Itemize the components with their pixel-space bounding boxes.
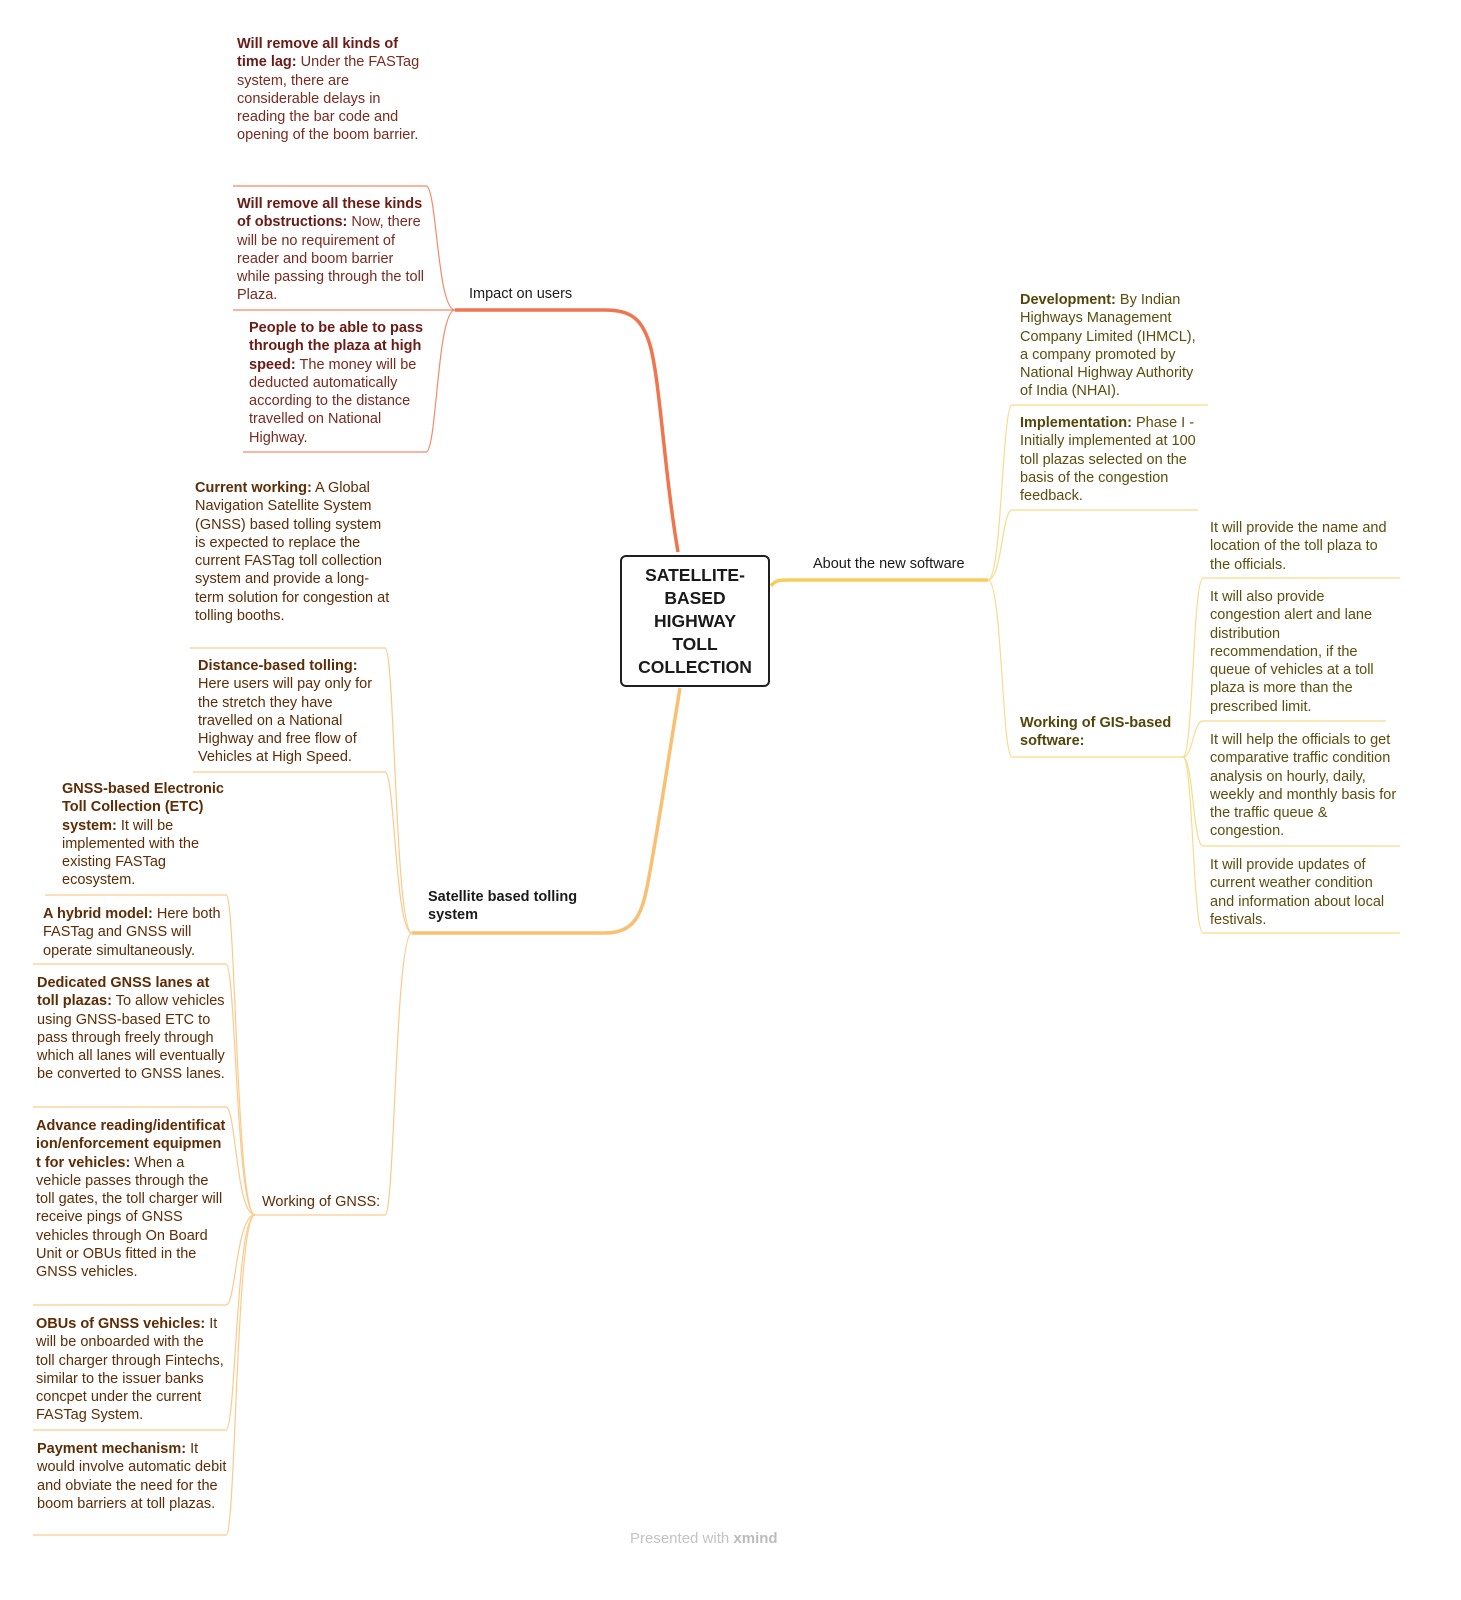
gis-item[interactable]: It will help the officials to get compar… [1210, 731, 1400, 841]
impact-item[interactable]: People to be able to pass through the pl… [249, 319, 427, 447]
item-text: Here users will pay only for the stretch… [198, 676, 373, 766]
item-label: A hybrid model: [43, 906, 153, 922]
branch-label: Impact on users [469, 286, 573, 302]
central-topic[interactable]: SATELLITE-BASED HIGHWAY TOLL COLLECTION [620, 555, 770, 687]
about-item[interactable]: Development: By Indian Highways Manageme… [1020, 291, 1205, 401]
gnss-item[interactable]: Advance reading/identification/enforceme… [36, 1117, 226, 1282]
subtopic-working-gnss[interactable]: Working of GNSS: [262, 1193, 397, 1211]
item-label: Will remove all these kinds of obstructi… [237, 196, 423, 231]
item-label: Dedicated GNSS lanes at toll plazas: [37, 975, 210, 1010]
presented-with-xmind-watermark: Presented with xmind [630, 1530, 778, 1547]
item-label: GNSS-based Electronic Toll Collection (E… [62, 781, 224, 834]
branch-impact-on-users[interactable]: Impact on users [469, 285, 619, 303]
impact-item[interactable]: Will remove all kinds of time lag: Under… [237, 35, 427, 145]
gnss-item[interactable]: Dedicated GNSS lanes at toll plazas: To … [37, 974, 227, 1084]
subtopic-working-gis[interactable]: Working of GIS-based software: [1020, 714, 1185, 751]
gis-item[interactable]: It will provide the name and location of… [1210, 519, 1400, 574]
item-text: When a vehicle passes through the toll g… [36, 1154, 223, 1281]
item-text: It will be implemented with the existing… [62, 817, 200, 889]
item-text: Phase I - Initially implemented at 100 t… [1020, 415, 1196, 505]
item-label: Will remove all kinds of time lag: [237, 36, 399, 71]
branch-label: Satellite based tolling system [428, 889, 578, 924]
impact-item[interactable]: Will remove all these kinds of obstructi… [237, 195, 427, 305]
item-text: Under the FASTag system, there are consi… [237, 54, 420, 144]
item-label: Distance-based tolling: [198, 658, 358, 674]
xmind-logo-text: xmind [733, 1530, 778, 1547]
branch-about-new-software[interactable]: About the new software [813, 555, 988, 573]
item-text: It will be onboarded with the toll charg… [36, 1316, 224, 1424]
connector-impact-branch [455, 308, 680, 553]
item-text: Here both FASTag and GNSS will operate s… [43, 906, 221, 959]
connector-about-item-2 [987, 509, 1198, 581]
gnss-item[interactable]: A hybrid model: Here both FASTag and GNS… [43, 905, 228, 960]
gnss-item[interactable]: OBUs of GNSS vehicles: It will be onboar… [36, 1315, 226, 1425]
gnss-item[interactable]: Payment mechanism: It would involve auto… [37, 1440, 227, 1513]
satellite-item[interactable]: Current working: A Global Navigation Sat… [195, 479, 390, 625]
gis-item[interactable]: It will also provide congestion alert an… [1210, 588, 1395, 716]
gis-item[interactable]: It will provide updates of current weath… [1210, 856, 1400, 929]
subtopic-label: Working of GIS-based software: [1020, 715, 1172, 750]
item-label: Development: [1020, 292, 1116, 308]
item-text: It will provide updates of current weath… [1210, 857, 1385, 928]
item-text: A Global Navigation Satellite System (GN… [195, 480, 390, 625]
item-label: OBUs of GNSS vehicles: [36, 1316, 206, 1332]
item-text: It will also provide congestion alert an… [1210, 589, 1374, 715]
item-label: Payment mechanism: [37, 1441, 187, 1457]
item-label: Advance reading/identification/enforceme… [36, 1118, 226, 1171]
gnss-item[interactable]: GNSS-based Electronic Toll Collection (E… [62, 780, 227, 890]
item-text: It will provide the name and location of… [1210, 520, 1387, 573]
subtopic-label: Working of GNSS: [262, 1194, 381, 1210]
item-text: The money will be deducted automatically… [249, 356, 417, 446]
connector-working-gnss [255, 932, 413, 1216]
item-label: Current working: [195, 480, 312, 496]
branch-label: About the new software [813, 556, 965, 572]
item-text: It will help the officials to get compar… [1210, 732, 1397, 840]
item-label: Implementation: [1020, 415, 1132, 431]
about-item[interactable]: Implementation: Phase I - Initially impl… [1020, 414, 1205, 505]
watermark-prefix: Presented with [630, 1530, 734, 1547]
item-text: Now, there will be no requirement of rea… [237, 214, 425, 304]
satellite-item[interactable]: Distance-based tolling: Here users will … [198, 657, 388, 767]
item-label: People to be able to pass through the pl… [249, 320, 424, 373]
item-text: By Indian Highways Management Company Li… [1020, 292, 1196, 400]
central-topic-title: SATELLITE-BASED HIGHWAY TOLL COLLECTION [638, 564, 752, 677]
item-text: To allow vehicles using GNSS-based ETC t… [37, 993, 225, 1083]
item-text: It would involve automatic debit and obv… [37, 1441, 227, 1512]
connector-about-branch [769, 578, 988, 588]
branch-satellite-tolling[interactable]: Satellite based tolling system [428, 888, 588, 925]
